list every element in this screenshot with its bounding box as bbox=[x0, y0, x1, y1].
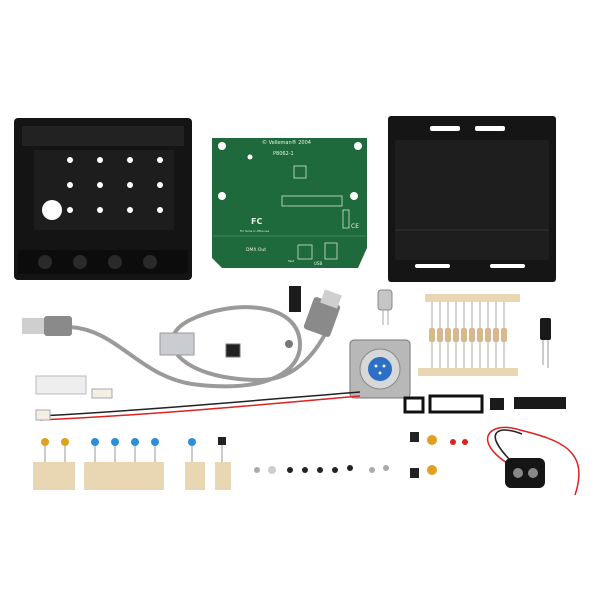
header-connector bbox=[91, 388, 113, 399]
pcb-board: © Velleman® 2004 P8062-1 FC For home or … bbox=[212, 138, 367, 268]
red-wire bbox=[39, 395, 361, 421]
label-sticker bbox=[35, 375, 87, 395]
pcb-model: P8062-1 bbox=[273, 151, 294, 157]
resistor-strip bbox=[418, 294, 520, 376]
transistor bbox=[410, 432, 419, 442]
pcb-brand: © Velleman® 2004 bbox=[262, 139, 311, 146]
ce-mark: CE bbox=[351, 223, 359, 230]
crystal bbox=[377, 289, 393, 311]
black-wire bbox=[39, 391, 361, 417]
battery-clip bbox=[487, 426, 580, 496]
red-led bbox=[450, 439, 456, 445]
usb-label: USB bbox=[314, 261, 322, 266]
led-strips bbox=[33, 437, 231, 490]
enclosure-bottom bbox=[14, 118, 192, 280]
transistor bbox=[410, 468, 419, 478]
metal-bracket bbox=[159, 332, 195, 356]
ceramic-capacitor bbox=[427, 465, 437, 475]
fc-note: For home or office use bbox=[240, 229, 269, 233]
usb-cable bbox=[22, 289, 342, 389]
ic-socket-small bbox=[403, 396, 425, 414]
fc-mark: FC bbox=[251, 217, 262, 226]
ceramic-capacitor bbox=[427, 435, 437, 445]
electrolytic-capacitor bbox=[540, 318, 551, 340]
power-jack bbox=[289, 286, 301, 312]
ic-socket-large bbox=[428, 394, 484, 414]
wire-connector bbox=[35, 409, 51, 421]
test-label: Test bbox=[287, 259, 295, 263]
red-led bbox=[462, 439, 468, 445]
screws bbox=[254, 465, 389, 474]
ic-chip-small bbox=[490, 398, 504, 410]
usb-socket bbox=[225, 343, 241, 358]
xlr-connector bbox=[349, 339, 411, 399]
dmx-label: DMX Out bbox=[246, 247, 266, 253]
ic-chip-large bbox=[514, 397, 566, 409]
enclosure-lid bbox=[388, 116, 556, 282]
